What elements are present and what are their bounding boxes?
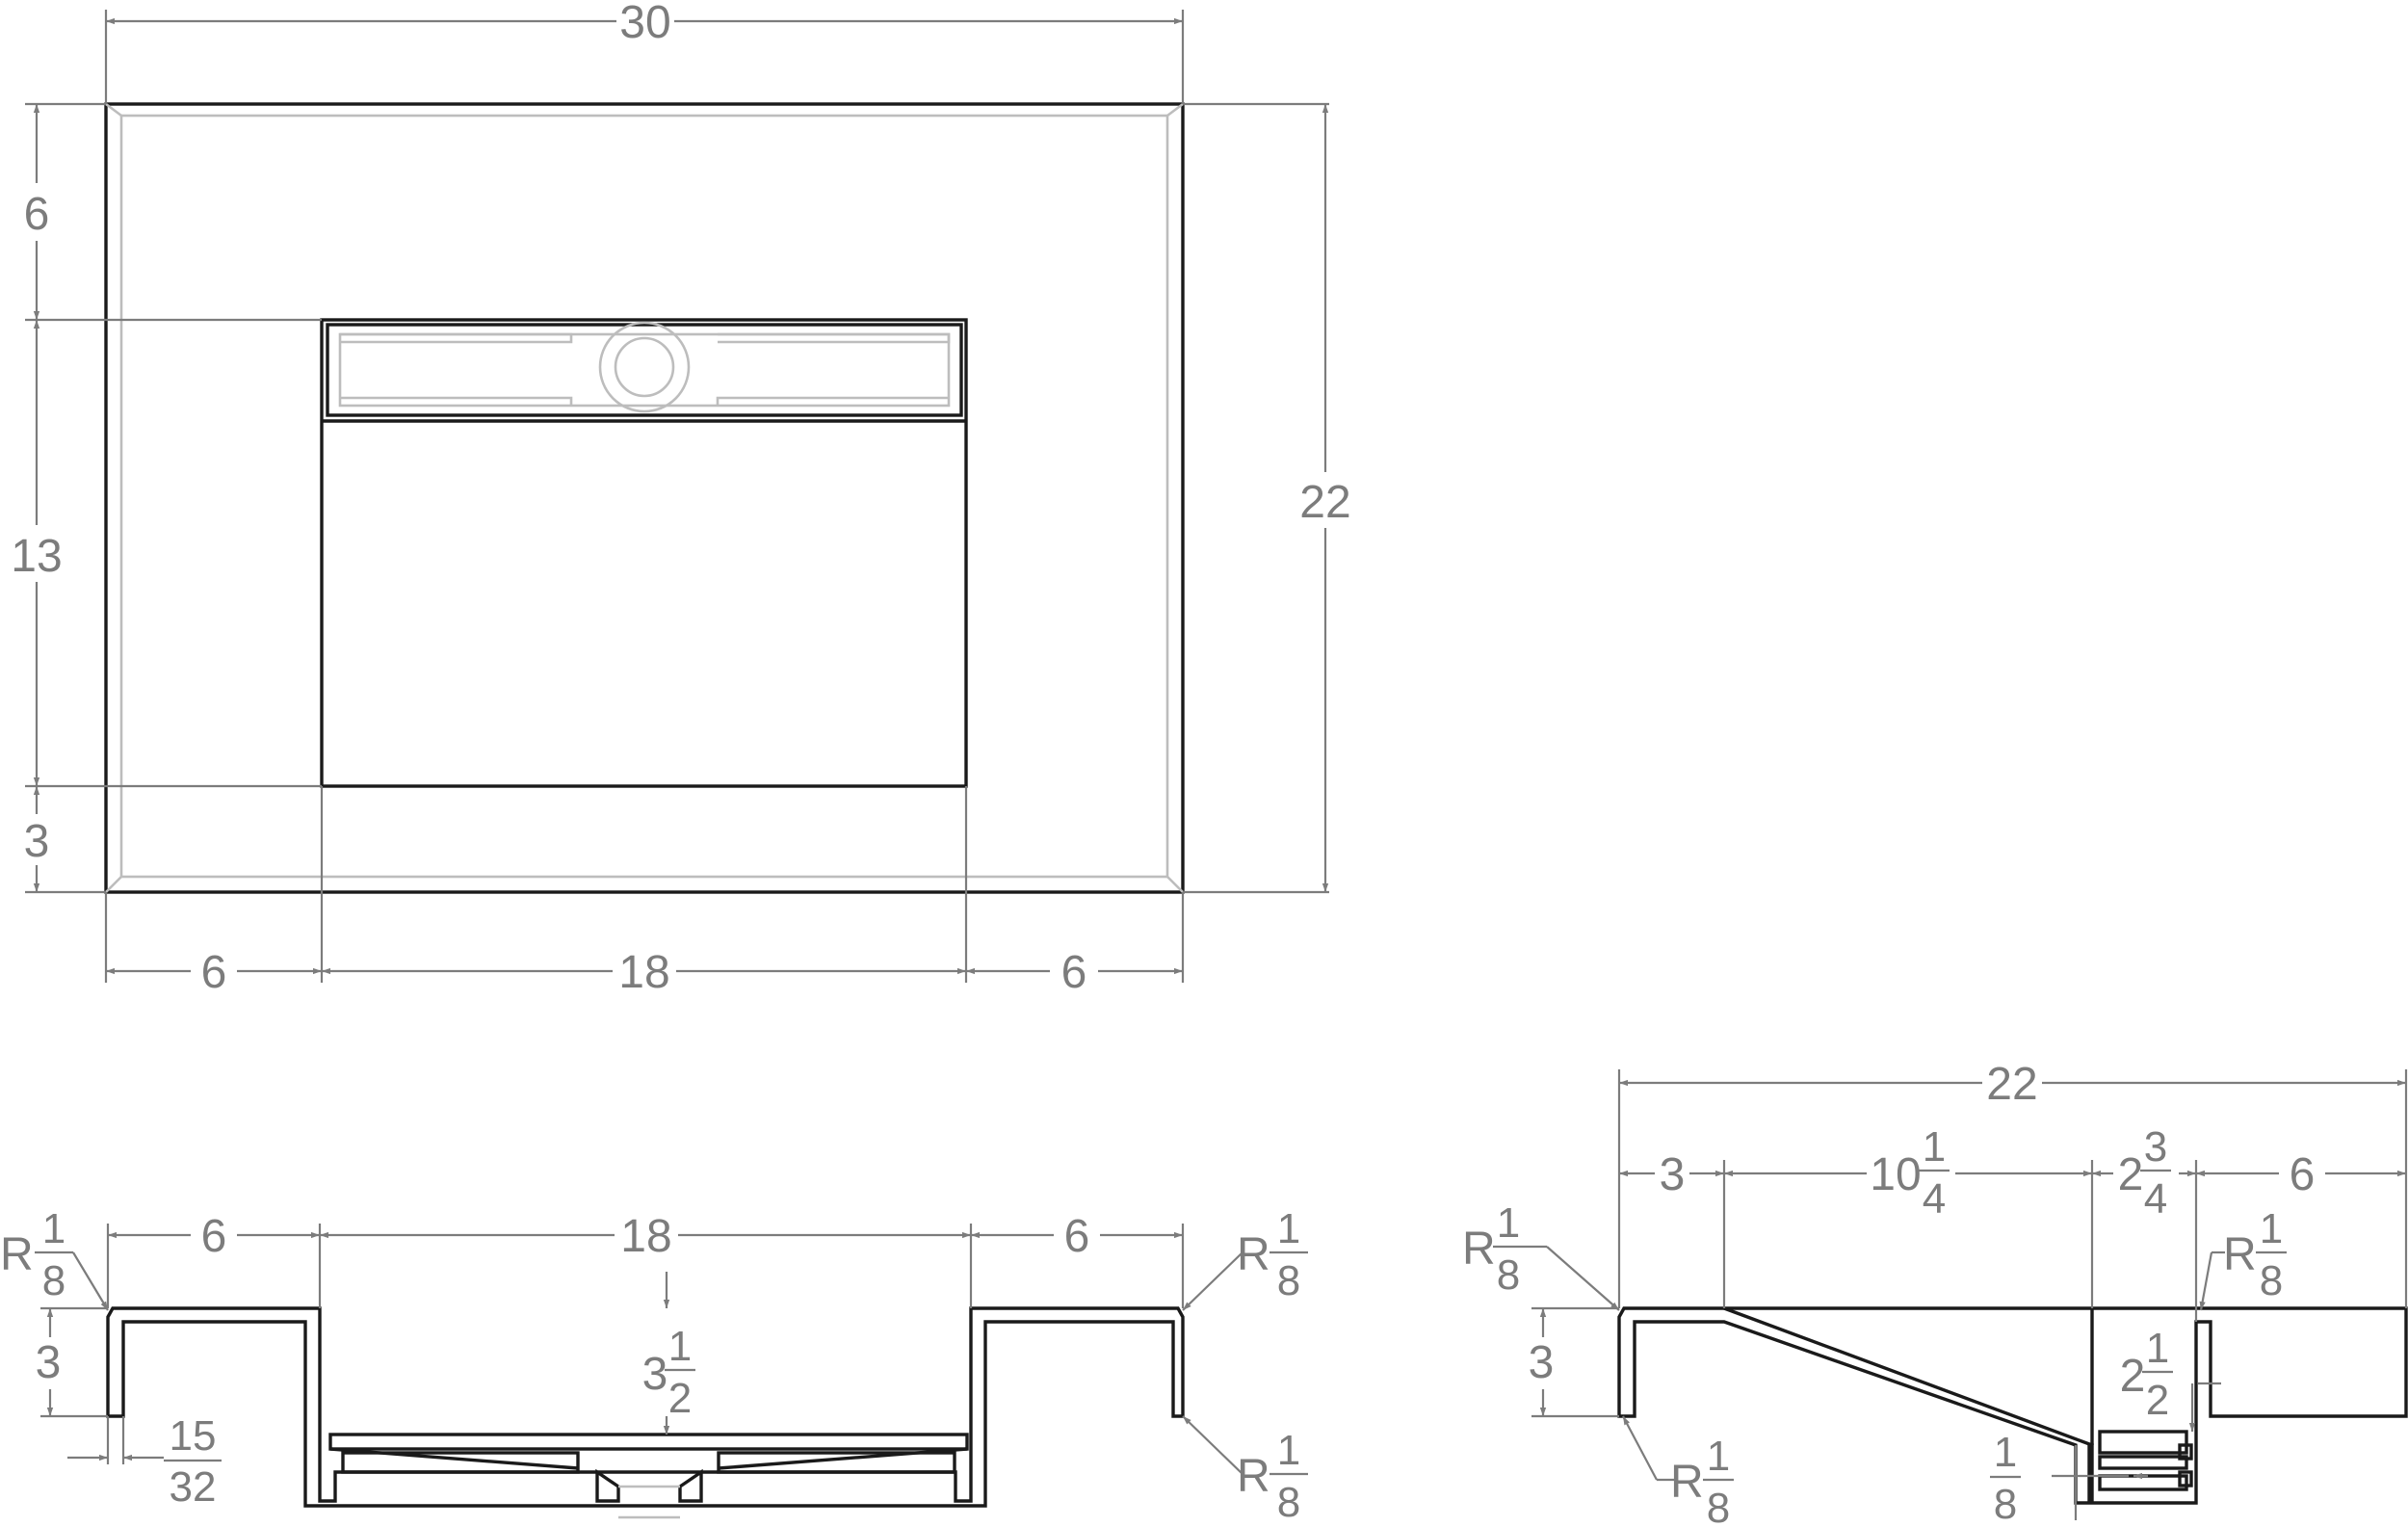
radius-front-top-left-num: 1 xyxy=(42,1205,65,1252)
dim-side-slot-gap: 1 8 xyxy=(1990,1429,2148,1527)
radius-front-bottom-right-num: 1 xyxy=(1277,1427,1300,1474)
dim-side-front-deck-label: 3 xyxy=(1660,1149,1686,1200)
front-section-profile xyxy=(106,1306,1185,1519)
dim-overall-width: 30 xyxy=(106,0,1183,48)
radius-side-front-top-den: 8 xyxy=(1497,1251,1520,1299)
dim-left-margin-label: 6 xyxy=(201,947,227,998)
dim-side-slope-length-num: 1 xyxy=(1923,1123,1946,1171)
radius-front-bottom-right-den: 8 xyxy=(1277,1479,1300,1526)
radius-front-top-left: R 1 8 xyxy=(0,1205,109,1311)
radius-front-bottom-right-prefix: R xyxy=(1237,1451,1270,1502)
dim-side-trough-depth-whole: 2 xyxy=(2120,1351,2146,1402)
radius-side-front-top-num: 1 xyxy=(1497,1199,1520,1247)
dim-left-margin: 6 xyxy=(106,947,322,998)
dim-side-trough-num: 3 xyxy=(2144,1123,2167,1171)
dim-front-lip-height: 3 xyxy=(36,1308,62,1416)
radius-side-front-bottom-num: 1 xyxy=(1707,1433,1730,1480)
dim-front-margin-label: 3 xyxy=(24,816,50,867)
radius-side-back-prefix: R xyxy=(2223,1229,2257,1280)
dim-right-margin-label: 6 xyxy=(1061,947,1087,998)
dim-overall-width-label: 30 xyxy=(619,0,670,48)
top-view-outline xyxy=(104,102,1185,894)
dim-basin-depth: 13 xyxy=(11,320,63,786)
dim-front-basin-width: 18 xyxy=(320,1211,971,1262)
radius-front-top-right-den: 8 xyxy=(1277,1257,1300,1304)
dim-front-right-deck-label: 6 xyxy=(1064,1211,1090,1262)
radius-front-bottom-right: R 1 8 xyxy=(1182,1415,1308,1526)
radius-side-front-top-prefix: R xyxy=(1462,1224,1496,1275)
dim-side-lip-height-label: 3 xyxy=(1529,1337,1555,1388)
dim-back-margin: 6 xyxy=(24,104,50,320)
dim-side-slope-length: 10 1 4 xyxy=(1724,1123,2092,1223)
dim-side-slope-length-den: 4 xyxy=(1923,1175,1946,1223)
dim-basin-width: 18 xyxy=(322,947,966,998)
dim-side-trough-whole: 2 xyxy=(2118,1149,2144,1200)
dim-basin-depth-label: 13 xyxy=(11,531,62,582)
radius-side-front-bottom-prefix: R xyxy=(1670,1457,1704,1508)
side-section-extension-lines xyxy=(1531,1069,2408,1418)
dim-front-lip-height-label: 3 xyxy=(36,1337,62,1388)
dim-side-trough: 2 3 4 xyxy=(2092,1123,2196,1223)
dim-front-wall-thickness-den: 32 xyxy=(170,1463,217,1511)
dim-front-basin-depth-den: 2 xyxy=(668,1375,692,1422)
dim-side-trough-depth: 2 1 2 xyxy=(2120,1325,2221,1432)
radius-front-top-right-prefix: R xyxy=(1237,1229,1270,1280)
top-view-extension-lines xyxy=(25,10,1329,983)
drain-circle xyxy=(598,321,691,413)
dim-front-basin-depth: 3 1 2 xyxy=(642,1272,695,1435)
dim-back-margin-label: 6 xyxy=(24,189,50,240)
radius-side-front-bottom-den: 8 xyxy=(1707,1485,1730,1527)
top-view: 30 22 6 13 3 6 xyxy=(11,0,1350,998)
dim-side-back-deck: 6 xyxy=(2196,1149,2406,1200)
radius-front-top-right: R 1 8 xyxy=(1182,1205,1308,1311)
dim-side-overall-depth: 22 xyxy=(1619,1059,2406,1110)
dim-front-wall-thickness-num: 15 xyxy=(170,1412,217,1460)
dim-front-margin: 3 xyxy=(24,786,50,892)
radius-side-front-top: R 1 8 xyxy=(1462,1199,1620,1311)
radius-side-back: R 1 8 xyxy=(2199,1205,2287,1311)
dim-side-trough-depth-num: 1 xyxy=(2146,1325,2169,1372)
dim-side-trough-depth-den: 2 xyxy=(2146,1377,2169,1424)
radius-side-front-bottom: R 1 8 xyxy=(1622,1415,1734,1527)
dim-front-basin-width-label: 18 xyxy=(620,1211,671,1262)
basin-outline xyxy=(320,318,968,788)
dim-side-slope-length-whole: 10 xyxy=(1870,1149,1921,1200)
dim-front-basin-depth-whole: 3 xyxy=(642,1349,668,1400)
radius-front-top-left-den: 8 xyxy=(42,1257,65,1304)
dim-side-front-deck: 3 xyxy=(1619,1149,1724,1200)
dim-side-trough-den: 4 xyxy=(2144,1175,2167,1223)
radius-side-back-num: 1 xyxy=(2260,1205,2283,1252)
dim-side-back-deck-label: 6 xyxy=(2290,1149,2316,1200)
dim-overall-depth: 22 xyxy=(1299,104,1351,892)
dim-front-basin-depth-num: 1 xyxy=(668,1323,692,1370)
drain-channel-hidden xyxy=(338,332,951,408)
radius-front-top-right-num: 1 xyxy=(1277,1205,1300,1252)
dim-overall-depth-label: 22 xyxy=(1299,477,1350,528)
dim-basin-width-label: 18 xyxy=(618,947,669,998)
dim-side-slot-gap-den: 8 xyxy=(1994,1481,2017,1527)
dim-front-wall-thickness: 15 32 xyxy=(67,1412,222,1511)
dim-front-right-deck: 6 xyxy=(971,1211,1183,1262)
dim-side-overall-depth-label: 22 xyxy=(1986,1059,2037,1110)
dim-side-lip-height: 3 xyxy=(1529,1308,1555,1416)
dim-front-left-deck: 6 xyxy=(108,1211,320,1262)
side-section: 22 3 10 1 4 2 3 4 6 xyxy=(1462,1059,2408,1527)
dim-front-left-deck-label: 6 xyxy=(201,1211,227,1262)
radius-side-back-den: 8 xyxy=(2260,1257,2283,1304)
dim-right-margin: 6 xyxy=(966,947,1183,998)
dim-side-slot-gap-num: 1 xyxy=(1994,1429,2017,1476)
front-section: 6 18 6 R 1 8 R 1 8 xyxy=(0,1205,1308,1526)
radius-front-top-left-prefix: R xyxy=(0,1229,34,1280)
